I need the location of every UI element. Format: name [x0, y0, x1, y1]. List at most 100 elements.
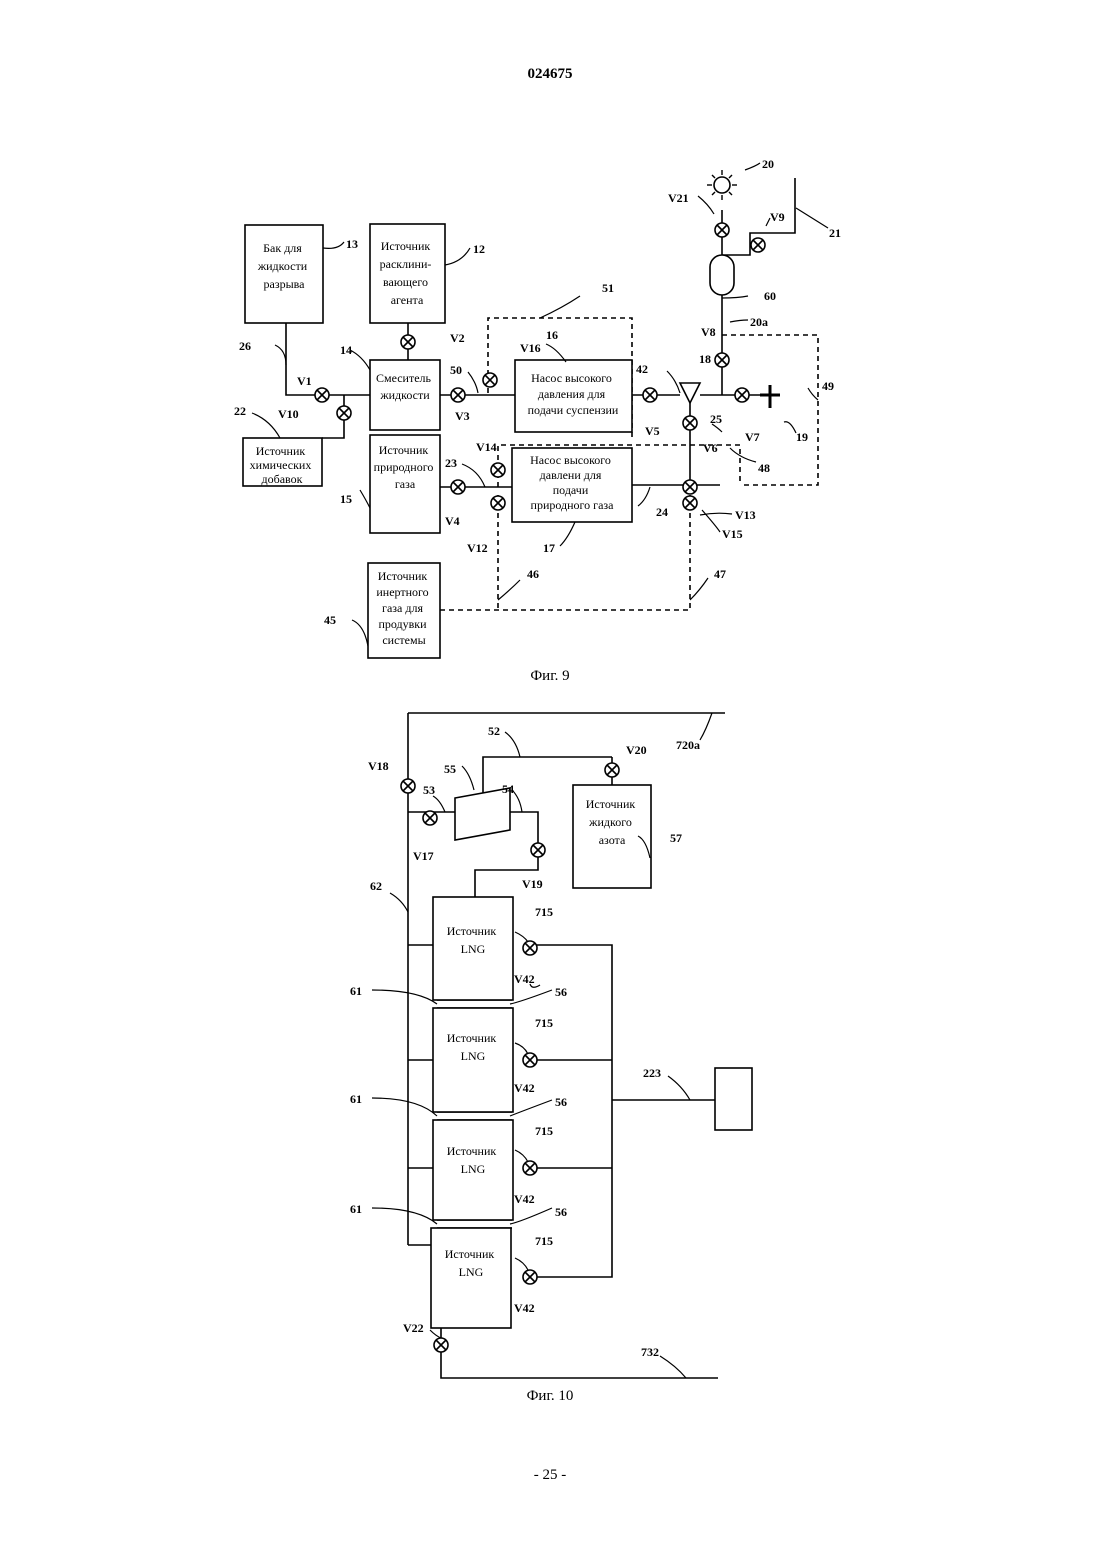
valve-v19-icon[interactable]	[531, 843, 545, 857]
label-715-2: 715	[535, 1016, 553, 1030]
label-715-1: 715	[535, 905, 553, 919]
label-52: 52	[488, 724, 500, 738]
frac-fluid-tank-box	[245, 225, 323, 323]
label-56-2: 56	[555, 1095, 567, 1109]
label-45: 45	[324, 613, 336, 627]
label-24: 24	[656, 505, 668, 519]
valve-v22-icon[interactable]	[434, 1338, 448, 1352]
valve-v2-icon[interactable]	[401, 335, 415, 349]
label-v2: V2	[450, 331, 465, 345]
label-47: 47	[714, 567, 726, 581]
label-v15: V15	[722, 527, 743, 541]
valve-v8-icon[interactable]	[715, 353, 729, 367]
valve-v9-icon[interactable]	[751, 238, 765, 252]
label-16: 16	[546, 328, 558, 342]
label-v4: V4	[445, 514, 460, 528]
valve-v16-icon[interactable]	[483, 373, 497, 387]
valve-v42-icon-3[interactable]	[523, 1161, 537, 1175]
label-53: 53	[423, 783, 435, 797]
figure-10-caption: Фиг. 10	[527, 1388, 574, 1404]
figure-9: Бак для жидкости разрыва Источник раскли…	[234, 157, 841, 684]
label-15: 15	[340, 492, 352, 506]
label-v3: V3	[455, 409, 470, 423]
label-v42-3: V42	[514, 1192, 535, 1206]
valve-v42-icon-1[interactable]	[523, 941, 537, 955]
label-49: 49	[822, 379, 834, 393]
label-v21: V21	[668, 191, 689, 205]
valve-v21-icon[interactable]	[715, 223, 729, 237]
label-55: 55	[444, 762, 456, 776]
valve-v17-icon[interactable]	[423, 811, 437, 825]
label-23: 23	[445, 456, 457, 470]
label-22: 22	[234, 404, 246, 418]
valve-v42-icon-2[interactable]	[523, 1053, 537, 1067]
valve-v14-icon[interactable]	[491, 463, 505, 477]
label-v20: V20	[626, 743, 647, 757]
valve-v3-icon[interactable]	[451, 388, 465, 402]
inert-gas-source-label: Источник инертного газа для продувки сис…	[376, 569, 431, 647]
figure-9-caption: Фиг. 9	[530, 668, 569, 684]
label-223: 223	[643, 1066, 661, 1080]
label-v1: V1	[297, 374, 312, 388]
valve-v42-icon-4[interactable]	[523, 1270, 537, 1284]
label-715-3: 715	[535, 1124, 553, 1138]
label-56-1: 56	[555, 985, 567, 999]
valve-v12-icon[interactable]	[491, 496, 505, 510]
label-61-2: 61	[350, 1092, 362, 1106]
label-v6: V6	[703, 441, 718, 455]
label-57: 57	[670, 831, 682, 845]
valve-v4-icon[interactable]	[451, 480, 465, 494]
label-v16: V16	[520, 341, 541, 355]
label-54: 54	[502, 782, 514, 796]
label-19: 19	[796, 430, 808, 444]
valve-v15-icon[interactable]	[683, 496, 697, 510]
frac-tank-label: Бак для жидкости разрыва	[257, 241, 310, 291]
label-61-3: 61	[350, 1202, 362, 1216]
label-62: 62	[370, 879, 382, 893]
label-14: 14	[340, 343, 352, 357]
label-720a: 720а	[676, 738, 700, 752]
valve-v1-icon[interactable]	[315, 388, 329, 402]
label-46: 46	[527, 567, 539, 581]
valve-v20-icon[interactable]	[605, 763, 619, 777]
label-v14: V14	[476, 440, 497, 454]
label-51: 51	[602, 281, 614, 295]
label-715-4: 715	[535, 1234, 553, 1248]
label-56-3: 56	[555, 1205, 567, 1219]
label-20a: 20а	[750, 315, 768, 329]
label-17: 17	[543, 541, 555, 555]
label-13: 13	[346, 237, 358, 251]
check-valve-18	[680, 383, 700, 403]
label-61-1: 61	[350, 984, 362, 998]
label-732: 732	[641, 1345, 659, 1359]
slurry-pump-label: Насос высокого давления для подачи суспе…	[528, 371, 619, 417]
separator-tank-60	[710, 255, 734, 295]
label-v42-4: V42	[514, 1301, 535, 1315]
label-v17: V17	[413, 849, 434, 863]
label-50: 50	[450, 363, 462, 377]
wellhead-19	[760, 385, 780, 408]
label-v19: V19	[522, 877, 543, 891]
label-12: 12	[473, 242, 485, 256]
valve-v5-icon[interactable]	[643, 388, 657, 402]
valve-v10-icon[interactable]	[337, 406, 351, 420]
valve-v18-icon[interactable]	[401, 779, 415, 793]
label-v5: V5	[645, 424, 660, 438]
label-48: 48	[758, 461, 770, 475]
external-unit-box	[715, 1068, 752, 1130]
label-20: 20	[762, 157, 774, 171]
label-42: 42	[636, 362, 648, 376]
label-26: 26	[239, 339, 251, 353]
valve-v13-icon[interactable]	[683, 480, 697, 494]
valve-v6-icon[interactable]	[683, 416, 697, 430]
label-v7: V7	[745, 430, 760, 444]
label-v9: V9	[770, 210, 785, 224]
valve-v7-icon[interactable]	[735, 388, 749, 402]
label-v10: V10	[278, 407, 299, 421]
label-v8: V8	[701, 325, 716, 339]
label-v13: V13	[735, 508, 756, 522]
label-v12: V12	[467, 541, 488, 555]
label-v22: V22	[403, 1321, 424, 1335]
label-25: 25	[710, 412, 722, 426]
